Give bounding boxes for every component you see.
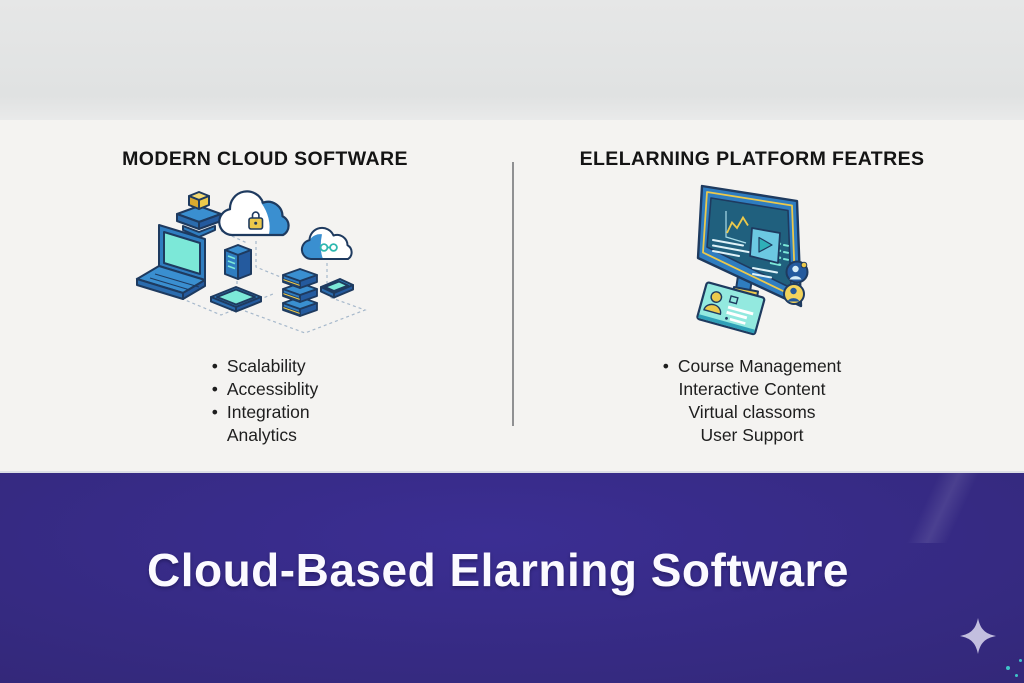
list-item: • Scalability (212, 355, 319, 378)
list-item-text: Accessiblity (226, 379, 319, 399)
cloud-small-icon (300, 226, 353, 260)
id-card-icon (696, 281, 766, 336)
cloud-large-icon (218, 190, 290, 237)
right-feature-list: •Course Management •Interactive Content … (487, 355, 1017, 447)
right-panel-heading: ELELARNING PLATFORM FEATRES (579, 148, 925, 170)
list-item: • Accessiblity (212, 378, 319, 401)
list-item: •User Support (487, 424, 1017, 447)
list-item: •Virtual classoms (487, 401, 1017, 424)
left-feature-list: •Scalability •Accessiblity •Integration … (0, 355, 530, 447)
list-item-text: Virtual classoms (688, 402, 816, 422)
list-item-text: Analytics (226, 425, 297, 445)
list-item-text: User Support (700, 425, 804, 445)
list-item: •Analytics (212, 424, 319, 447)
bullet-icon: • (211, 356, 218, 376)
glasses-icon (319, 243, 338, 252)
padlock-icon (248, 211, 264, 230)
column-divider (512, 162, 514, 426)
screen-text-lines (712, 239, 778, 279)
bullet-icon: • (211, 402, 218, 422)
decor-dot (1015, 674, 1018, 677)
top-gray-band (0, 0, 1024, 120)
monitor-icon (696, 184, 803, 308)
sparkle-icon (960, 618, 996, 654)
main-title: Cloud-Based Elarning Software (146, 544, 850, 596)
left-panel-heading: MODERN CLOUD SOFTWARE (122, 148, 408, 170)
list-item-text: Integration (226, 402, 310, 422)
server-stack-icon (282, 268, 318, 317)
bullet-icon: • (662, 356, 669, 376)
cloud-computing-illustration (133, 190, 367, 334)
screen-chart-icon (725, 211, 749, 244)
list-item-text: Scalability (226, 356, 306, 376)
play-button-icon (749, 227, 781, 264)
list-item: •Interactive Content (487, 378, 1017, 401)
bullet-icon: • (211, 379, 218, 399)
decor-dot (1019, 659, 1022, 662)
list-item: • Course Management (487, 355, 1017, 378)
decor-dot (1006, 666, 1010, 670)
list-item-text: Interactive Content (678, 379, 826, 399)
tablet-icon (210, 286, 262, 313)
list-item: • Integration (212, 401, 319, 424)
laptop-icon (136, 224, 206, 300)
list-item-text: Course Management (677, 356, 842, 376)
avatar-badge-top-icon (785, 260, 809, 284)
footer-band (0, 471, 1024, 683)
smartphone-icon (320, 278, 354, 299)
server-tower-icon (224, 244, 252, 280)
avatar-badge-bottom-icon (783, 283, 805, 305)
elearning-monitor-illustration (696, 184, 809, 336)
cube-platform-icon (176, 191, 222, 238)
